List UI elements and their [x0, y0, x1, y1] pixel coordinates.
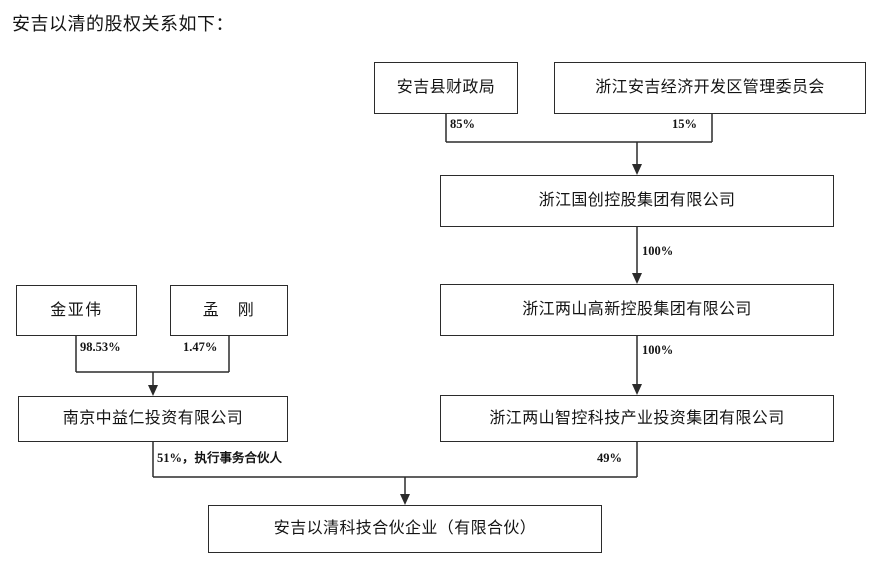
node-liangshan-zhikong[interactable]: 浙江两山智控科技产业投资集团有限公司	[440, 395, 834, 442]
edge-label-finance-to-guochuang: 85%	[450, 117, 475, 131]
node-zhongyiren[interactable]: 南京中益仁投资有限公司	[18, 396, 288, 442]
node-yiqing[interactable]: 安吉以清科技合伙企业（有限合伙）	[208, 505, 602, 553]
node-dev-zone-committee[interactable]: 浙江安吉经济开发区管理委员会	[554, 62, 866, 114]
node-jin-yawei[interactable]: 金亚伟	[16, 285, 137, 336]
node-label: 浙江两山智控科技产业投资集团有限公司	[489, 409, 785, 427]
page-title: 安吉以清的股权关系如下：	[12, 14, 234, 34]
node-label: 南京中益仁投资有限公司	[62, 410, 244, 428]
node-label: 孟 刚	[202, 301, 256, 319]
node-finance-bureau[interactable]: 安吉县财政局	[374, 62, 518, 114]
node-meng-gang[interactable]: 孟 刚	[170, 285, 288, 336]
edge-label-committee-to-guochuang: 15%	[672, 117, 697, 131]
node-guochuang[interactable]: 浙江国创控股集团有限公司	[440, 175, 834, 227]
node-label: 金亚伟	[50, 301, 103, 319]
edge-label-zhikong-to-yiqing: 49%	[597, 451, 622, 465]
edge-label-guochuang-to-gaoxin: 100%	[642, 244, 674, 258]
edge-label-meng-to-zhongyiren: 1.47%	[183, 340, 218, 354]
node-liangshan-gaoxin[interactable]: 浙江两山高新控股集团有限公司	[440, 284, 834, 336]
node-label: 安吉县财政局	[396, 79, 496, 97]
node-label: 浙江国创控股集团有限公司	[538, 192, 736, 210]
node-label: 安吉以清科技合伙企业（有限合伙）	[273, 520, 537, 538]
node-label: 浙江两山高新控股集团有限公司	[522, 301, 752, 319]
edge-label-jin-to-zhongyiren: 98.53%	[80, 340, 121, 354]
edge-label-zhongyiren-to-yiqing: 51%，执行事务合伙人	[157, 451, 283, 465]
edge-label-gaoxin-to-zhikong: 100%	[642, 343, 674, 357]
node-label: 浙江安吉经济开发区管理委员会	[595, 79, 825, 97]
